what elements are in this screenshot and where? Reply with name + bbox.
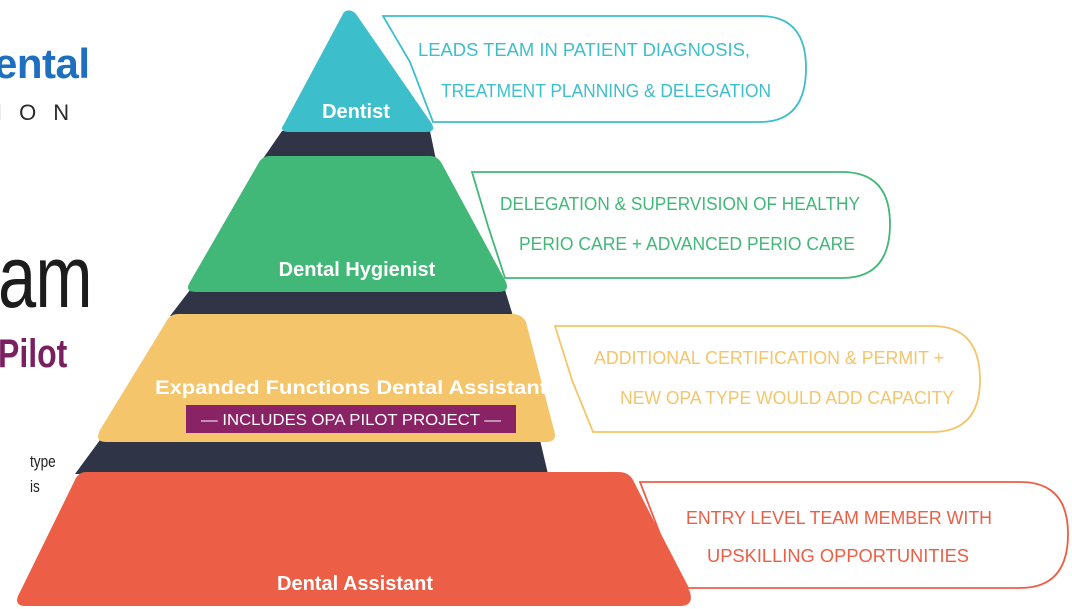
callout-hygienist-line-2: PERIO CARE + ADVANCED PERIO CARE — [519, 234, 855, 254]
body-text-fragment-2: is — [30, 477, 40, 496]
callout-assistant-line-2: UPSKILLING OPPORTUNITIES — [707, 546, 969, 566]
logo-subtitle: ION — [0, 100, 87, 125]
callout-dentist-line-1: LEADS TEAM IN PATIENT DIAGNOSIS, — [418, 40, 750, 60]
tier-label-efda: Expanded Functions Dental Assistant — [155, 378, 548, 399]
callout-assistant-line-1: ENTRY LEVEL TEAM MEMBER WITH — [686, 508, 992, 528]
opa-pilot-badge-text: — INCLUDES OPA PILOT PROJECT — — [201, 412, 501, 429]
tier-hygienist-shape — [188, 156, 507, 292]
tier-label-hygienist: Dental Hygienist — [279, 259, 436, 281]
callout-hygienist-line-1: DELEGATION & SUPERVISION OF HEALTHY — [500, 194, 860, 214]
slide-title-fragment: am — [0, 227, 93, 326]
callout-efda-line-1: ADDITIONAL CERTIFICATION & PERMIT + — [594, 348, 944, 368]
logo-wordmark: ental — [0, 40, 90, 87]
opa-pilot-badge — [186, 405, 516, 433]
tier-label-assistant: Dental Assistant — [277, 573, 433, 595]
callout-efda-bubble — [553, 325, 981, 433]
callout-assistant-bubble — [638, 481, 1069, 589]
tier-label-dentist: Dentist — [322, 101, 390, 123]
slide-subtitle-fragment: Pilot — [0, 332, 68, 376]
tier-assistant-shape — [17, 472, 691, 606]
callout-dentist-bubble — [381, 15, 807, 123]
callout-dentist-line-2: TREATMENT PLANNING & DELEGATION — [441, 81, 771, 101]
pyramid-separator-1 — [262, 131, 436, 160]
callout-efda-line-2: NEW OPA TYPE WOULD ADD CAPACITY — [620, 388, 954, 408]
callout-hygienist-bubble — [470, 171, 891, 279]
body-text-fragment-1: type — [30, 452, 56, 471]
pyramid-separator-3 — [75, 440, 548, 474]
pyramid-separator-2 — [170, 290, 513, 316]
tier-dentist-shape — [282, 10, 434, 132]
